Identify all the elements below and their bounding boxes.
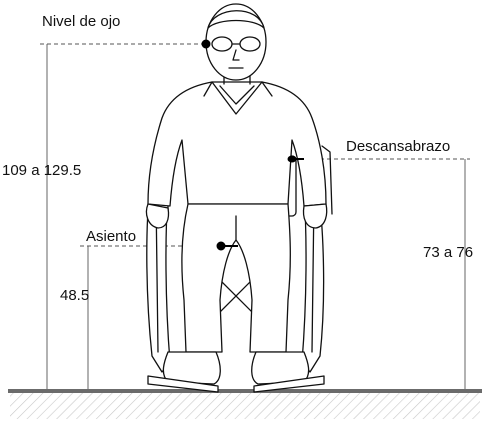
floor bbox=[8, 389, 482, 419]
eye-height-value: 109 a 129.5 bbox=[2, 162, 82, 179]
armrest-label: Descansabrazo bbox=[346, 138, 451, 155]
wheelchair-user-figure bbox=[145, 3, 333, 393]
armrest-height-value: 73 a 76 bbox=[423, 244, 474, 261]
seat-label: Asiento bbox=[86, 228, 137, 245]
eye-level-label: Nivel de ojo bbox=[42, 13, 121, 30]
eye-point-marker bbox=[201, 39, 211, 49]
reference-markers bbox=[201, 39, 304, 251]
seat-height-value: 48.5 bbox=[60, 287, 90, 304]
